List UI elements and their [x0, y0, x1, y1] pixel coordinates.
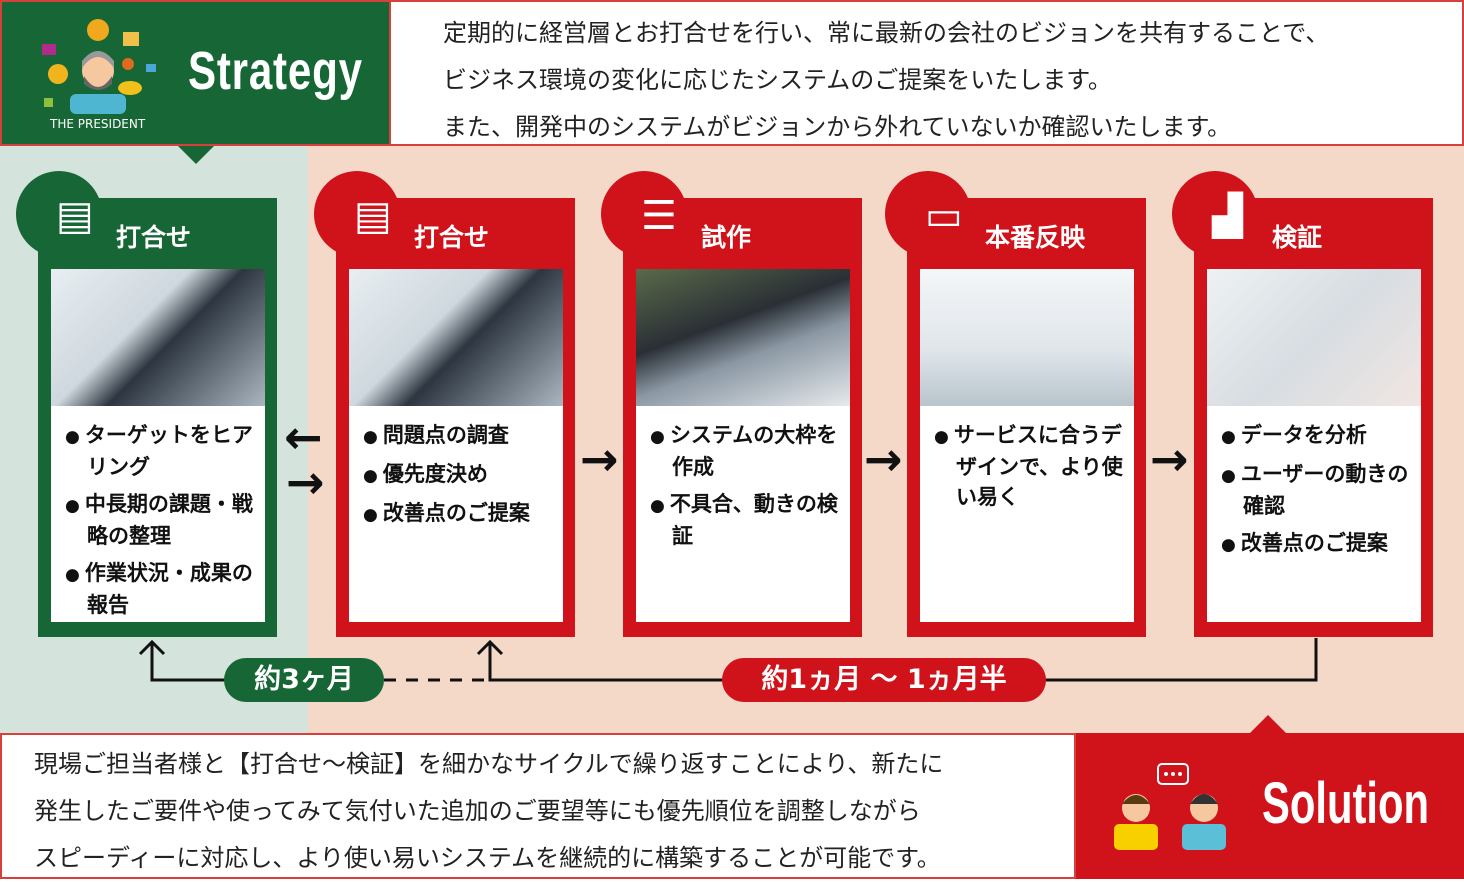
- step-item: 中長期の課題・戦略の整理: [65, 489, 265, 551]
- step-list: 問題点の調査優先度決め改善点のご提案: [349, 406, 563, 530]
- step-item: システムの大枠を作成: [650, 420, 850, 482]
- chart-icon: ▟: [1212, 193, 1243, 239]
- president-caption: THE PRESIDENT: [50, 117, 146, 131]
- step-list: ターゲットをヒアリング中長期の課題・戦略の整理作業状況・成果の報告: [51, 406, 265, 620]
- solution-line: 現場ご担当者様と【打合せ〜検証】を細かなサイクルで繰り返すことにより、新たに: [34, 750, 944, 778]
- step-card: ▤ 打合せ ターゲットをヒアリング中長期の課題・戦略の整理作業状況・成果の報告: [16, 171, 277, 637]
- strategy-line: 定期的に経営層とお打合せを行い、常に最新の会社のビジョンを共有することで、: [443, 19, 1330, 47]
- step-photo: [1207, 269, 1421, 406]
- step-item: 改善点のご提案: [1221, 528, 1421, 560]
- arrow-right-icon: →: [1150, 432, 1189, 486]
- arrow-right-icon: →: [286, 455, 325, 509]
- step-list: システムの大枠を作成不具合、動きの検証: [636, 406, 850, 551]
- strategy-title: Strategy: [188, 41, 363, 101]
- solution-description: 現場ご担当者様と【打合せ〜検証】を細かなサイクルで繰り返すことにより、新たに 発…: [0, 733, 1076, 879]
- arrow-right-icon: →: [580, 432, 619, 486]
- solution-line: 発生したご要件や使ってみて気付いた追加のご要望等にも優先順位を調整しながら: [34, 797, 921, 825]
- step-item: サービスに合うデザインで、より使い易く: [934, 420, 1134, 512]
- document-icon: ▤: [56, 193, 94, 239]
- step-badge: [1172, 171, 1258, 257]
- step-photo: [349, 269, 563, 406]
- step-body: データを分析ユーザーの動きの確認改善点のご提案: [1207, 269, 1421, 622]
- step-title: 打合せ: [116, 223, 192, 252]
- solution-title: Solution: [1262, 771, 1430, 836]
- strategy-panel: THE PRESIDENT Strategy: [0, 0, 389, 146]
- step-badge: [601, 171, 687, 257]
- checklist-icon: ☰: [641, 193, 677, 239]
- step-card: ▟ 検証 データを分析ユーザーの動きの確認改善点のご提案: [1172, 171, 1433, 637]
- step-title: 検証: [1272, 223, 1323, 252]
- timeline-long-label: 約1ヵ月 〜 1ヵ月半: [722, 658, 1046, 702]
- president-icon: [42, 19, 156, 114]
- step-item: ユーザーの動きの確認: [1221, 459, 1421, 521]
- step-photo: [920, 269, 1134, 406]
- step-title: 試作: [701, 223, 752, 252]
- step-photo: [51, 269, 265, 406]
- step-item: 優先度決め: [363, 459, 563, 491]
- step-title: 本番反映: [985, 223, 1086, 252]
- strategy-line: また、開発中のシステムがビジョンから外れていないか確認いたします。: [443, 113, 1232, 141]
- strategy-line: ビジネス環境の変化に応じたシステムのご提案をいたします。: [443, 66, 1112, 94]
- step-body: システムの大枠を作成不具合、動きの検証: [636, 269, 850, 622]
- step-body: 問題点の調査優先度決め改善点のご提案: [349, 269, 563, 622]
- solution-pointer: [1250, 715, 1286, 733]
- step-item: ターゲットをヒアリング: [65, 420, 265, 482]
- strategy-pointer: [178, 146, 214, 164]
- step-list: サービスに合うデザインで、より使い易く: [920, 406, 1134, 512]
- timeline-lines: [138, 638, 1318, 682]
- arrow-right-icon: →: [864, 432, 903, 486]
- step-item: 不具合、動きの検証: [650, 489, 850, 551]
- strategy-description: 定期的に経営層とお打合せを行い、常に最新の会社のビジョンを共有することで、 ビジ…: [389, 0, 1464, 146]
- step-body: サービスに合うデザインで、より使い易く: [920, 269, 1134, 622]
- step-item: 改善点のご提案: [363, 498, 563, 530]
- document-icon: ▤: [354, 193, 392, 239]
- step-item: 作業状況・成果の報告: [65, 558, 265, 620]
- step-card: ▤ 打合せ 問題点の調査優先度決め改善点のご提案: [314, 171, 575, 637]
- step-title: 打合せ: [414, 223, 490, 252]
- step-list: データを分析ユーザーの動きの確認改善点のご提案: [1207, 406, 1421, 560]
- laptop-icon: ▭: [925, 193, 963, 239]
- step-item: データを分析: [1221, 420, 1421, 452]
- step-body: ターゲットをヒアリング中長期の課題・戦略の整理作業状況・成果の報告: [51, 269, 265, 622]
- step-badge: [885, 171, 971, 257]
- step-card: ▭ 本番反映 サービスに合うデザインで、より使い易く: [885, 171, 1146, 637]
- step-photo: [636, 269, 850, 406]
- solution-line: スピーディーに対応し、より使い易いシステムを継続的に構築することが可能です。: [34, 844, 941, 872]
- timeline-short-label: 約3ヶ月: [224, 658, 384, 702]
- step-badge: [16, 171, 102, 257]
- solution-panel: [1076, 733, 1464, 879]
- arrow-left-icon: ←: [284, 410, 323, 464]
- step-card: ☰ 試作 システムの大枠を作成不具合、動きの検証: [601, 171, 862, 637]
- step-badge: [314, 171, 400, 257]
- team-icon: [1114, 763, 1226, 850]
- step-item: 問題点の調査: [363, 420, 563, 452]
